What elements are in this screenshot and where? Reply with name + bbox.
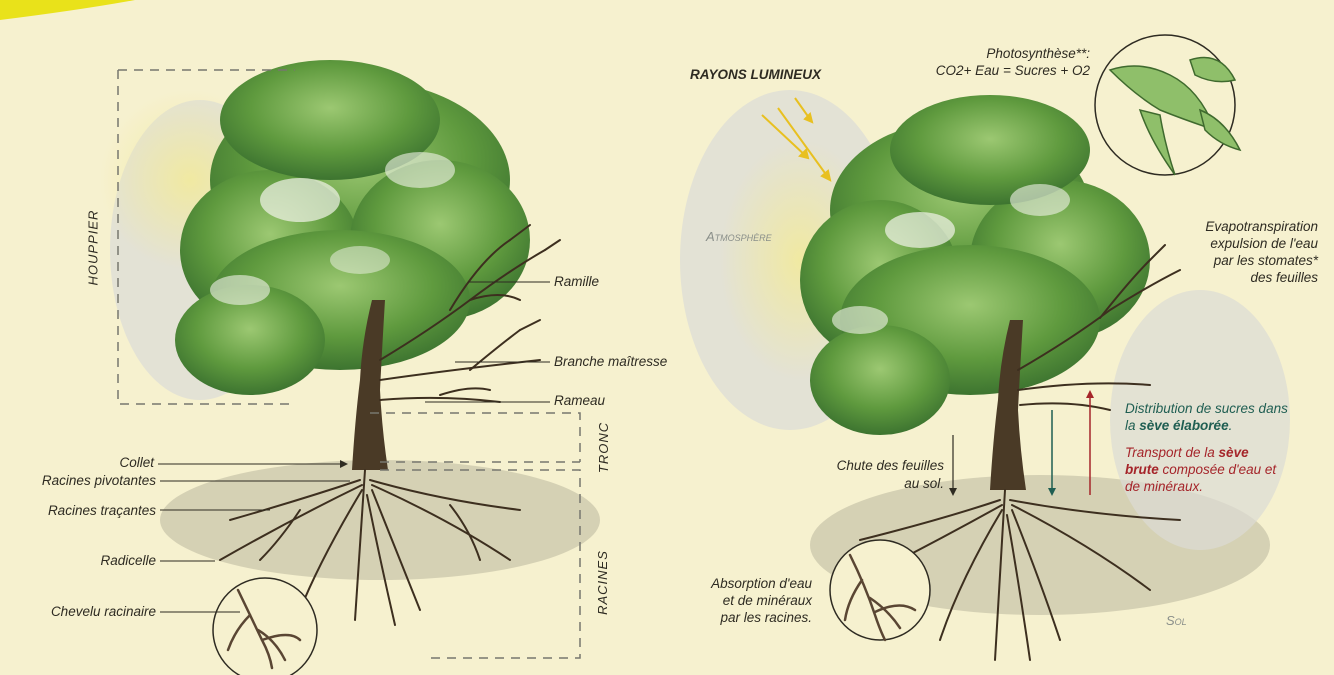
sap-line-1: Transport de la sève — [1125, 445, 1249, 461]
sugar-line-2-pre: la — [1125, 418, 1139, 433]
label-collar: Collet — [0, 455, 154, 471]
left-tree — [175, 60, 560, 675]
label-twig: Ramille — [554, 274, 599, 290]
sugar-line-2: la sève élaborée. — [1125, 418, 1232, 434]
absorption-line-3: par les racines. — [640, 610, 812, 626]
label-soil: Sol — [1166, 613, 1187, 629]
absorption-line-1: Absorption d'eau — [640, 576, 812, 592]
evapo-line-4: des feuilles — [1120, 270, 1318, 286]
evapo-line-3: par les stomates* — [1120, 253, 1318, 269]
corner-accent — [0, 0, 135, 20]
absorption-line-2: et de minéraux — [640, 593, 812, 609]
zone-label-roots: RACINES — [595, 550, 610, 615]
label-main-branch: Branche maîtresse — [554, 354, 667, 370]
label-rootlet: Radicelle — [0, 553, 156, 569]
sap-line-2: brute composée d'eau et — [1125, 462, 1276, 478]
label-branchlet: Rameau — [554, 393, 605, 409]
sap-line-1-pre: Transport de la — [1125, 445, 1219, 460]
sap-line-1-bold: sève — [1219, 445, 1249, 460]
sugar-line-2-bold: sève élaborée — [1139, 418, 1228, 433]
photosynthesis-title: Photosynthèse**: — [880, 46, 1090, 62]
leaf-fall-line-1: Chute des feuilles — [780, 458, 944, 474]
sugar-line-2-post: . — [1229, 418, 1233, 433]
evapo-line-2: expulsion de l'eau — [1120, 236, 1318, 252]
zone-label-crown: HOUPPIER — [85, 210, 100, 286]
label-atmosphere: Atmosphère — [706, 229, 772, 245]
label-lateral-roots: Racines traçantes — [0, 503, 156, 519]
zone-label-trunk: TRONC — [596, 422, 611, 473]
label-light-rays: RAYONS LUMINEUX — [690, 67, 821, 83]
sap-line-3: de minéraux. — [1125, 479, 1203, 495]
evapo-line-1: Evapotranspiration — [1120, 219, 1318, 235]
sap-line-2-bold: brute — [1125, 462, 1159, 477]
sugar-line-1: Distribution de sucres dans — [1125, 401, 1288, 417]
leaf-fall-line-2: au sol. — [780, 476, 944, 492]
sap-line-2-post: composée d'eau et — [1159, 462, 1276, 477]
photosynthesis-formula: CO2+ Eau = Sucres + O2 — [860, 63, 1090, 79]
left-foliage — [175, 60, 530, 395]
label-root-hairs: Chevelu racinaire — [0, 604, 156, 620]
label-taproots: Racines pivotantes — [0, 473, 156, 489]
